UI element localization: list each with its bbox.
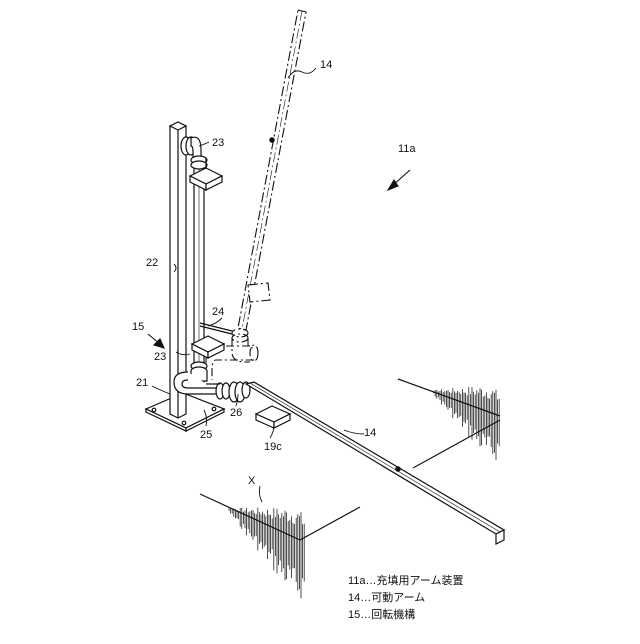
ground-line-left-2: [300, 507, 360, 540]
arrow-15: [148, 334, 164, 348]
label-24: 24: [212, 306, 224, 318]
label-19c: 19c: [264, 441, 282, 453]
label-26: 26: [230, 407, 242, 419]
stopper: [256, 406, 290, 428]
legend-line-1: 11a…充填用アーム装置: [348, 573, 464, 587]
ground-hatch-right: [434, 387, 500, 460]
legend-line-2: 14…可動アーム: [348, 590, 425, 604]
label-14-lower: 14: [364, 427, 376, 439]
legend: 11a…充填用アーム装置 14…可動アーム 15…回転機構: [348, 573, 464, 621]
label-14-upper: 14: [320, 59, 332, 71]
label-23-upper: 23: [212, 137, 224, 149]
label-22: 22: [146, 257, 158, 269]
ground-line-right-2: [413, 420, 500, 468]
label-15: 15: [132, 321, 144, 333]
label-21: 21: [136, 377, 148, 389]
label-25: 25: [200, 429, 212, 441]
ground-hatch-left: [229, 508, 304, 599]
arm-raised: [238, 10, 306, 330]
label-x: X: [248, 475, 256, 487]
arrow-11a: [388, 170, 410, 190]
label-11a: 11a: [398, 143, 416, 155]
legend-line-3: 15…回転機構: [348, 607, 415, 621]
label-23-lower: 23: [154, 351, 166, 363]
